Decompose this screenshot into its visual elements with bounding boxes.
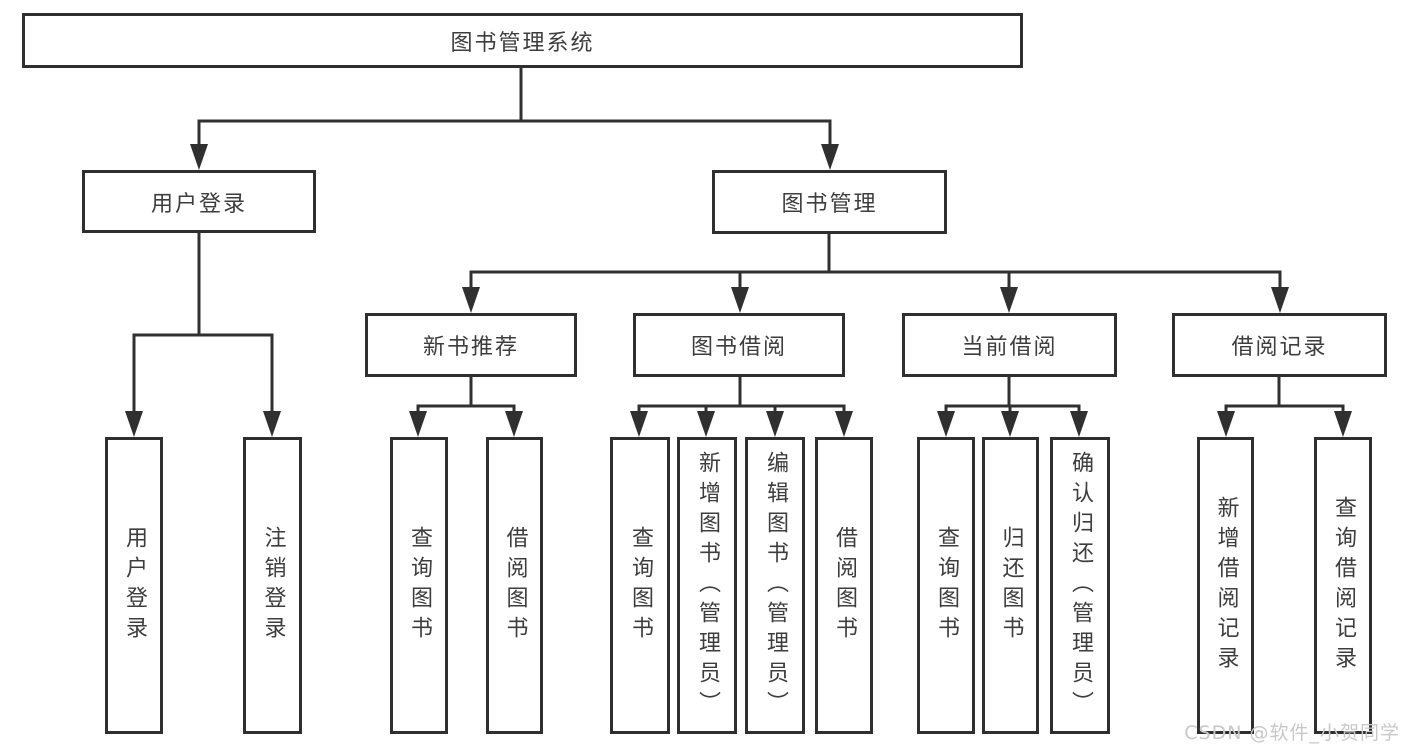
- node-label: 当前借阅: [961, 335, 1058, 360]
- leaf-label: 查询借阅记录: [1331, 495, 1356, 676]
- node-book-management: 图书管理: [712, 170, 947, 234]
- leaf-label: 查询图书: [407, 525, 432, 646]
- leaf-logout: 注销登录: [243, 437, 302, 734]
- leaf-query-books-current: 查询图书: [917, 437, 975, 734]
- connector-root-to-level2: [190, 66, 839, 170]
- leaf-query-books-borrowing: 查询图书: [610, 437, 670, 734]
- node-current-borrowing: 当前借阅: [902, 313, 1117, 377]
- leaf-edit-books-admin: 编辑图书（管理员）: [745, 437, 805, 734]
- leaf-label: 用户登录: [122, 525, 147, 646]
- leaf-return-books: 归还图书: [982, 437, 1039, 734]
- leaf-label: 新增借阅记录: [1213, 495, 1239, 676]
- node-label: 新书推荐: [422, 335, 519, 360]
- node-label: 借阅记录: [1231, 335, 1328, 360]
- leaf-label: 查询图书: [628, 525, 653, 646]
- node-label: 图书借阅: [690, 335, 787, 360]
- leaf-label: 注销登录: [260, 525, 286, 646]
- connector-current-borrowing-to-leaves: [937, 377, 1088, 437]
- leaf-borrow-books: 借阅图书: [815, 437, 873, 734]
- node-borrowing-records: 借阅记录: [1172, 313, 1387, 377]
- node-user-login: 用户登录: [82, 170, 316, 233]
- leaf-label: 查询图书: [934, 525, 959, 646]
- leaf-label: 借阅图书: [832, 525, 857, 646]
- connector-book-management-to-level3: [462, 234, 1289, 313]
- leaf-query-books-recommend: 查询图书: [390, 437, 448, 734]
- connector-book-borrowing-to-leaves: [630, 377, 853, 437]
- leaf-add-borrow-record: 新增借阅记录: [1197, 437, 1254, 734]
- node-label: 用户登录: [150, 191, 247, 217]
- node-label: 图书管理系统: [450, 30, 595, 56]
- connector-new-book-recommendation-to-leaves: [409, 377, 523, 437]
- leaf-confirm-return-admin: 确认归还（管理员）: [1050, 437, 1110, 734]
- leaf-user-login: 用户登录: [105, 437, 163, 734]
- connector-user-login-to-leaves: [125, 233, 281, 437]
- csdn-watermark: CSDN @软件_小贺同学: [1184, 722, 1400, 744]
- leaf-query-borrow-record: 查询借阅记录: [1314, 437, 1372, 734]
- node-label: 图书管理: [781, 192, 878, 217]
- node-library-management-system: 图书管理系统: [22, 13, 1023, 68]
- node-new-book-recommendation: 新书推荐: [365, 313, 577, 377]
- leaf-label: 借阅图书: [502, 525, 528, 646]
- connector-borrowing-records-to-leaves: [1217, 377, 1352, 437]
- leaf-label: 新增图书（管理员）: [695, 450, 720, 721]
- leaf-label: 归还图书: [998, 525, 1024, 646]
- leaf-borrow-books-recommend: 借阅图书: [486, 437, 543, 734]
- leaf-add-books-admin: 新增图书（管理员）: [677, 437, 737, 734]
- node-book-borrowing: 图书借阅: [633, 313, 845, 377]
- leaf-label: 确认归还（管理员）: [1068, 450, 1093, 721]
- leaf-label: 编辑图书（管理员）: [763, 450, 788, 721]
